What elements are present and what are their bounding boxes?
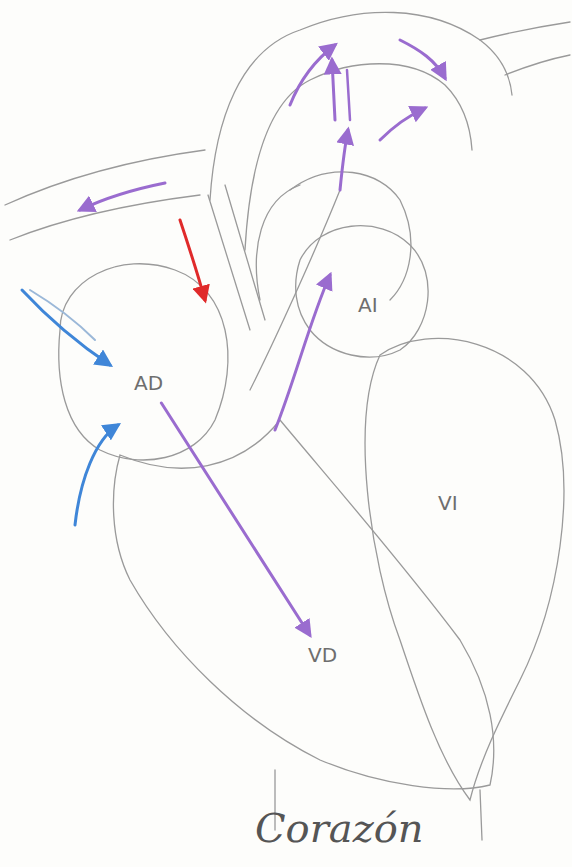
vessel-outline: [225, 185, 265, 320]
chamber-name: VI: [438, 491, 458, 515]
flow-arrow: [290, 45, 335, 105]
chamber-label: VI: [432, 488, 464, 518]
aorta-outline: [505, 55, 570, 75]
caption: Corazón: [255, 805, 424, 851]
aorta-outline: [480, 22, 570, 40]
chamber-name: AI: [358, 293, 378, 317]
chamber-label: AD: [128, 368, 169, 398]
flow-stroke: [347, 70, 350, 120]
flow-arrow: [275, 275, 330, 430]
chamber-name: AD: [134, 371, 163, 395]
pulmonary-outline: [250, 190, 340, 390]
ventricle-outline: [365, 338, 564, 800]
flow-arrow: [340, 130, 348, 190]
flow-arrow: [80, 183, 165, 210]
flow-stroke: [30, 290, 95, 340]
pulmonary-outline: [256, 185, 300, 300]
flow-connector: [161, 403, 309, 635]
chamber-label: AI: [352, 290, 384, 320]
ventricle-outline: [113, 420, 493, 789]
chamber-label: VD: [302, 640, 343, 670]
vessel-outline: [480, 790, 482, 840]
flow-arrow: [75, 425, 118, 525]
vessel-outline: [5, 150, 205, 205]
chamber-name: VD: [308, 643, 337, 667]
vessel-outline: [10, 195, 200, 240]
flow-arrow: [180, 220, 205, 300]
flow-arrow: [400, 40, 445, 78]
vessel-outline: [208, 195, 250, 330]
flow-arrow: [22, 290, 110, 365]
aorta-outline: [245, 64, 472, 250]
flow-arrow: [332, 60, 335, 120]
pulmonary-outline: [290, 172, 411, 300]
atrium-outline: [296, 226, 428, 357]
flow-arrow: [380, 108, 425, 140]
